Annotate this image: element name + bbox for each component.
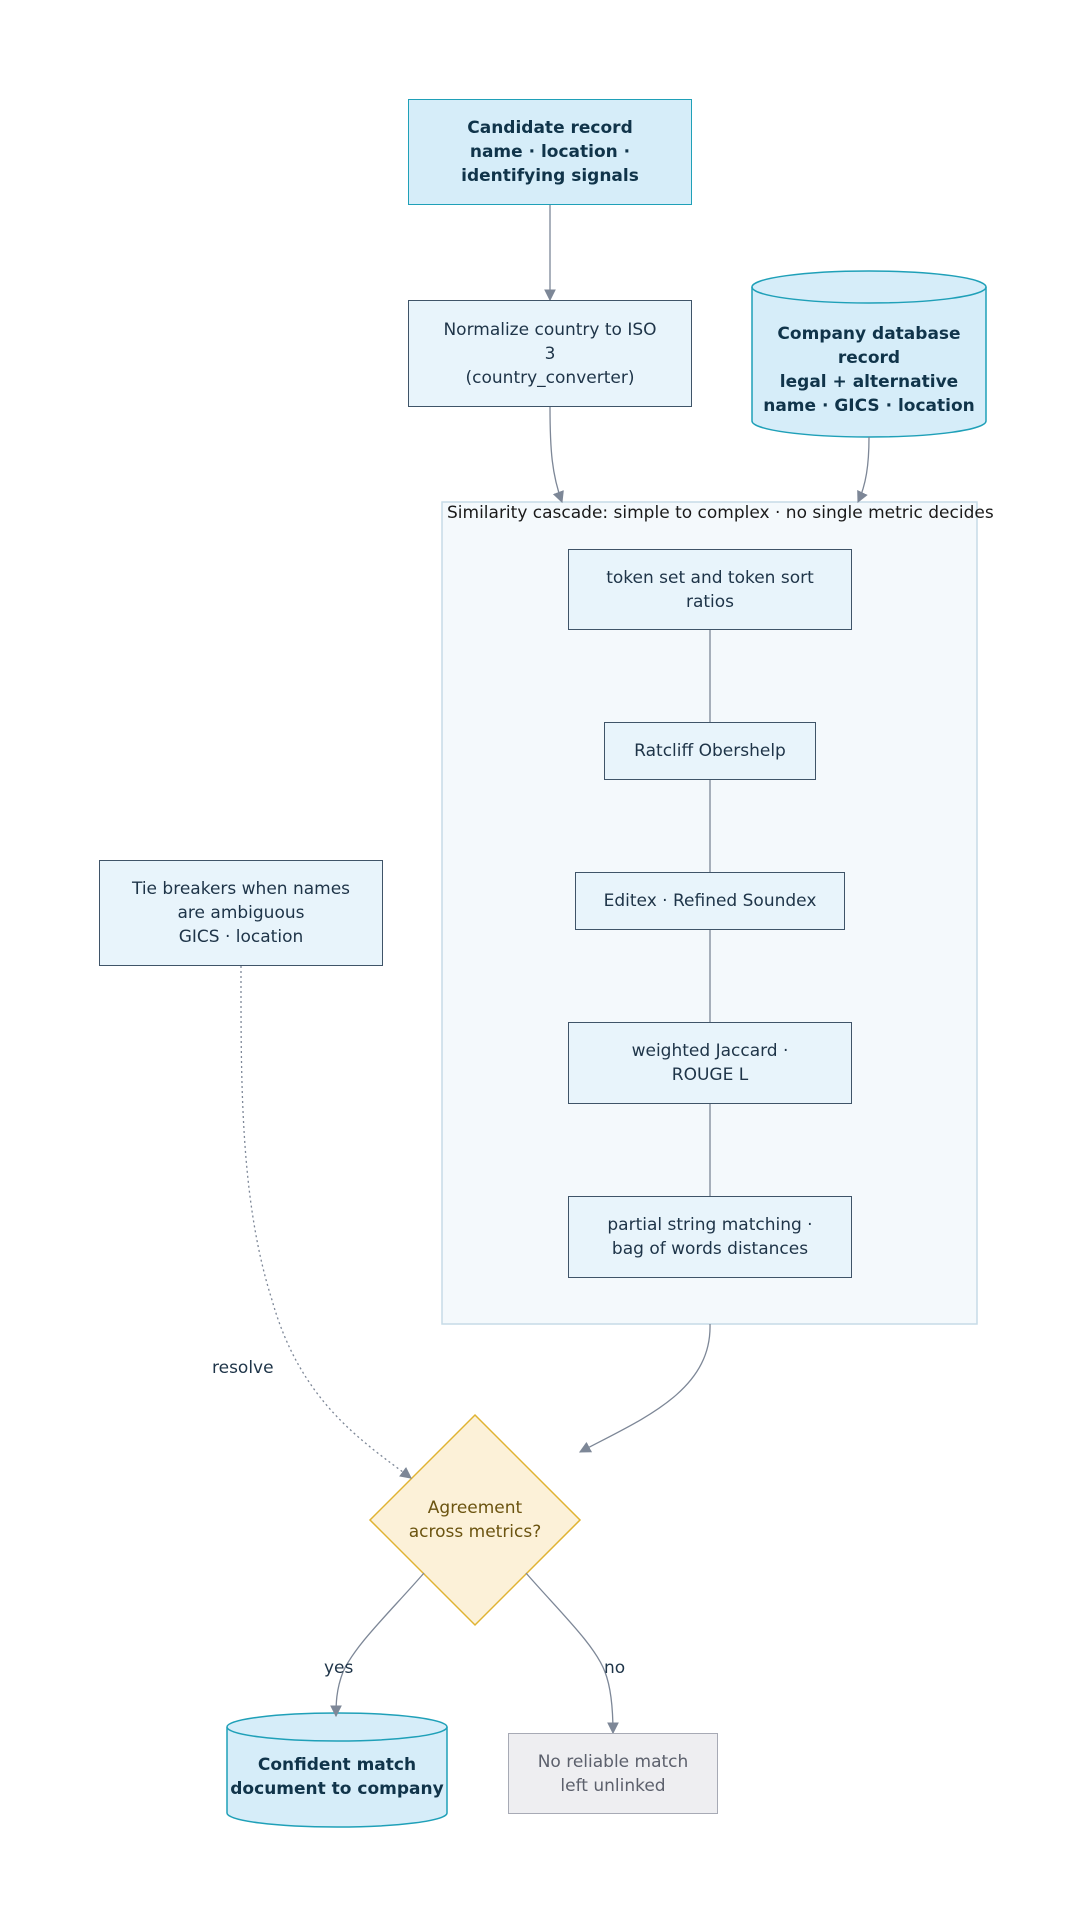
step3-line-1: Editex · Refined Soundex — [603, 891, 817, 911]
edge-company-to-cascade — [857, 436, 870, 504]
candidate-line-2: name · location · — [469, 142, 631, 162]
step1-line-1: token set and token sort — [606, 567, 814, 588]
company-line-3: legal + alternative — [779, 372, 959, 392]
cascade-step-jaccard-rouge: weighted Jaccard · ROUGE L — [568, 1022, 852, 1104]
step2-line-1: Ratcliff Obershelp — [634, 741, 786, 761]
tie-line-3: GICS · location — [178, 927, 304, 947]
edge-decision-yes — [330, 1572, 425, 1718]
decision-label: Agreement across metrics? — [390, 1480, 560, 1560]
tie-line-2: are ambiguous — [177, 903, 305, 923]
normalize-line-3: (country_converter) — [465, 367, 635, 388]
normalize-line-2: 3 — [544, 343, 556, 364]
normalize-line-1: Normalize country to ISO — [443, 319, 657, 340]
edge-cascade-to-decision — [578, 1323, 711, 1453]
confident-match-node: Confident match document to company — [227, 1741, 447, 1813]
tie-breakers-node: Tie breakers when names are ambiguous GI… — [99, 860, 383, 966]
edge-decision-no — [525, 1572, 619, 1735]
edge-tie-breakers-to-decision — [240, 965, 412, 1479]
nomatch-line-2: left unlinked — [560, 1775, 666, 1796]
company-database-node: Company database record legal + alternat… — [752, 303, 986, 437]
candidate-record-node: Candidate record name · location · ident… — [408, 99, 692, 205]
nomatch-line-1: No reliable match — [537, 1751, 689, 1772]
step5-line-1: partial string matching · — [607, 1215, 813, 1235]
edge-label-yes: yes — [324, 1658, 354, 1678]
cascade-step-token-ratios: token set and token sort ratios — [568, 549, 852, 630]
normalize-country-node: Normalize country to ISO 3 (country_conv… — [408, 300, 692, 407]
company-database-cylinder — [751, 270, 987, 438]
edge-label-no: no — [604, 1658, 626, 1678]
confident-line-2: document to company — [230, 1779, 444, 1799]
candidate-line-1: Candidate record — [467, 118, 633, 138]
similarity-cascade-title: Similarity cascade: simple to complex · … — [447, 503, 994, 523]
cascade-step-partial-bag-of-words: partial string matching · bag of words d… — [568, 1196, 852, 1278]
edge-label-resolve: resolve — [212, 1358, 274, 1378]
cascade-step-editex-soundex: Editex · Refined Soundex — [575, 872, 845, 930]
step4-line-2: ROUGE L — [671, 1065, 749, 1085]
confident-match-cylinder — [226, 1712, 448, 1828]
company-line-4: name · GICS · location — [763, 396, 975, 416]
candidate-line-3: identifying signals — [461, 166, 639, 186]
no-reliable-match-node: No reliable match left unlinked — [508, 1733, 718, 1814]
step5-line-2: bag of words distances — [611, 1239, 809, 1259]
decision-diamond — [368, 1413, 582, 1627]
decision-line-2: across metrics? — [408, 1522, 542, 1542]
company-line-2: record — [837, 348, 901, 368]
decision-line-1: Agreement — [427, 1498, 523, 1518]
company-line-1: Company database — [777, 324, 961, 344]
step4-line-1: weighted Jaccard · — [631, 1041, 789, 1061]
step1-line-2: ratios — [685, 591, 735, 612]
edge-normalize-to-cascade — [549, 406, 564, 504]
confident-line-1: Confident match — [257, 1755, 417, 1775]
cascade-step-ratcliff-obershelp: Ratcliff Obershelp — [604, 722, 816, 780]
tie-line-1: Tie breakers when names — [131, 879, 351, 899]
